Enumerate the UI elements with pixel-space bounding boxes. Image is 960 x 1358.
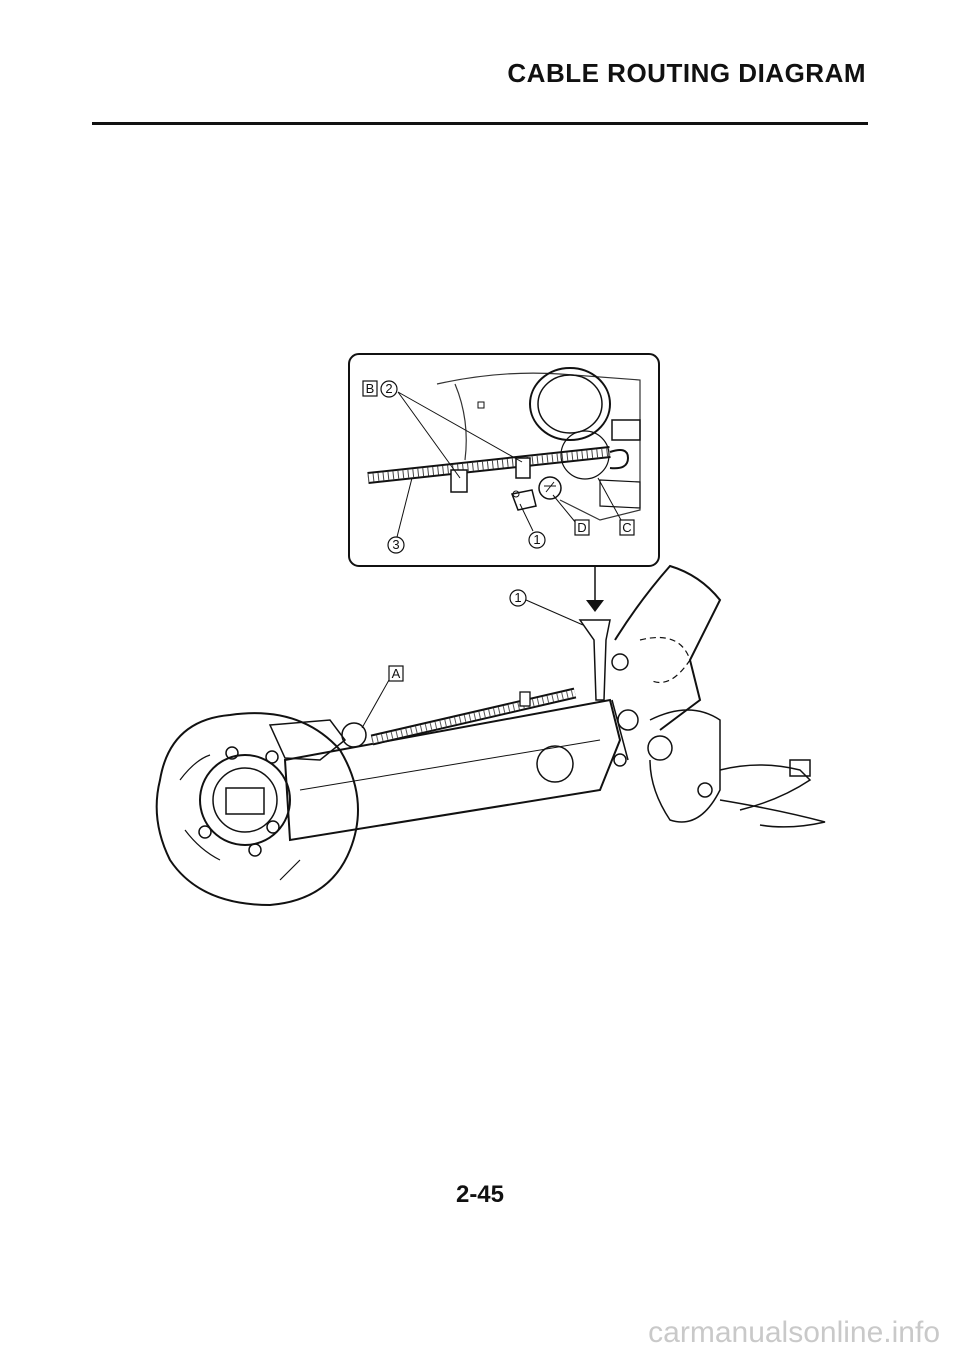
- callout-inset-b: B: [366, 381, 375, 396]
- callout-inset-d: D: [577, 520, 586, 535]
- callout-main-a: A: [392, 666, 401, 681]
- pointer-arrow: [586, 566, 604, 612]
- callout-inset-1: 1: [533, 532, 540, 547]
- callout-main-1: 1: [514, 590, 521, 605]
- page-number: 2-45: [455, 1181, 505, 1208]
- main-assembly: [155, 564, 826, 907]
- inset-detail: B 2 3 1 D C: [348, 353, 660, 567]
- page-title: CABLE ROUTING DIAGRAM: [507, 58, 866, 88]
- callout-inset-3: 3: [392, 537, 399, 552]
- header-rule: [92, 122, 868, 125]
- callout-inset-2: 2: [385, 381, 392, 396]
- watermark: carmanualsonline.info: [648, 1316, 940, 1349]
- callout-inset-c: C: [622, 520, 631, 535]
